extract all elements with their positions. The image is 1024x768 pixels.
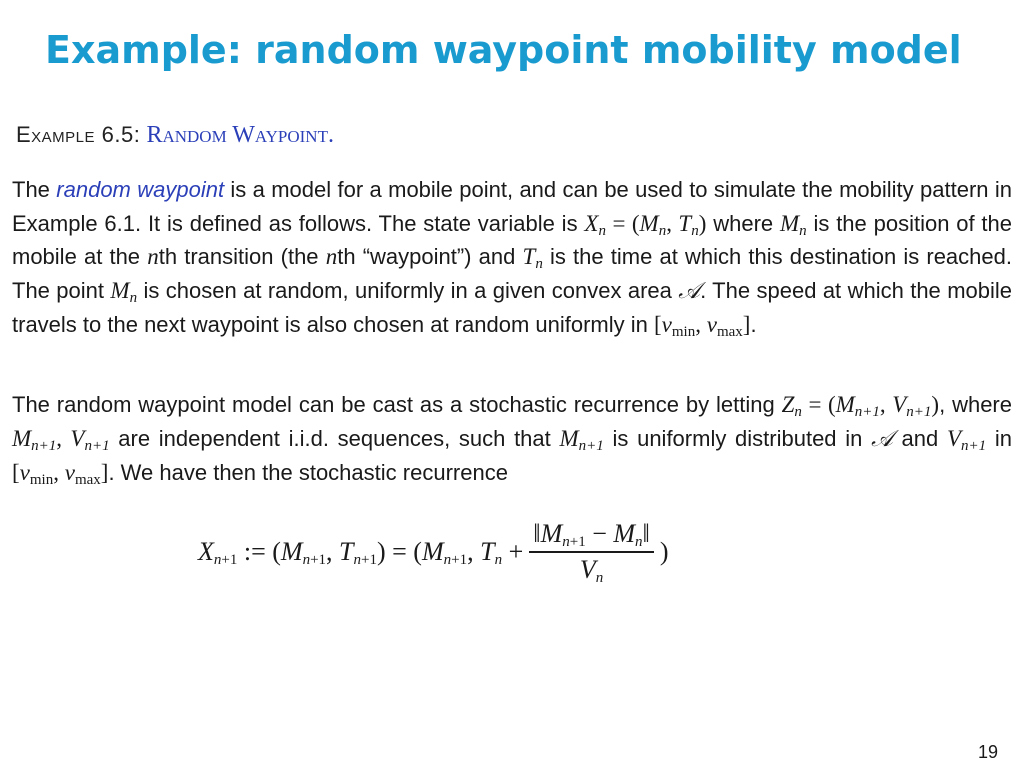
text: The [12,177,50,202]
math-sequences: Mn+1, Vn+1 [12,425,110,454]
text: and [892,425,947,451]
text: . We have then the stochastic recurrence [108,460,508,485]
text: . [750,312,757,337]
text: is the time at which this destination is… [12,244,1012,303]
text: is uniformly distributed in [603,425,872,451]
fraction-denominator: Vn [579,555,604,586]
math-speed-interval: [vmin, vmax] [12,460,109,488]
emphasized-term: random waypoint [56,177,225,202]
text: The random waypoint model can be cast as… [12,392,782,417]
text: is the position of the mobile at the [12,210,1013,270]
math-position: Mn [779,210,807,239]
equation-close: ) [659,537,669,566]
text: is a model for a mobile point, and can b… [12,177,1012,236]
text: th transition (the [158,244,326,269]
math-time: Tn [522,244,543,272]
text: are independent i.i.d. sequences, such t… [109,425,560,451]
math-area: 𝒜 [678,277,701,304]
math-state-definition: Xn = (Mn, Tn) [584,210,707,239]
paragraph-recurrence: The random waypoint model can be cast as… [12,388,1012,490]
example-label: Example 6.5: [16,122,141,147]
equation-fraction: ‖Mn+1 − Mn‖ Vn [529,519,654,586]
text: in [986,425,1012,451]
slide-title: Example: random waypoint mobility model [45,28,962,72]
page-number: 19 [978,742,999,762]
paragraph-definition: The random waypoint is a model for a mob… [12,173,1012,342]
math-position: Mn [110,277,138,306]
math-speed-interval: [vmin, vmax] [654,312,751,340]
text: . The speed at which the mobile travels … [12,277,1012,338]
recurrence-equation: Xn+1 := (Mn+1, Tn+1) = (Mn+1, Tn + ‖Mn+1… [198,512,669,592]
math-index: n [147,244,159,269]
equation-lhs: Xn+1 := (Mn+1, Tn+1) = (Mn+1, Tn + [198,537,524,568]
example-heading: Example 6.5: Random Waypoint. [16,120,334,150]
fraction-numerator: ‖Mn+1 − Mn‖ [529,519,654,553]
math-area: 𝒜 [871,425,893,452]
text: th “waypoint”) and [337,244,523,269]
math-position-next: Mn+1 [559,425,604,454]
text: is chosen at random, uniformly in a give… [137,277,679,303]
math-index: n [325,244,338,269]
text: where [706,210,780,236]
math-speed-next: Vn+1 [946,425,987,454]
math-z-definition: Zn = (Mn+1, Vn+1) [781,392,940,420]
text: , where [939,392,1012,417]
example-name: Random Waypoint. [146,122,334,148]
